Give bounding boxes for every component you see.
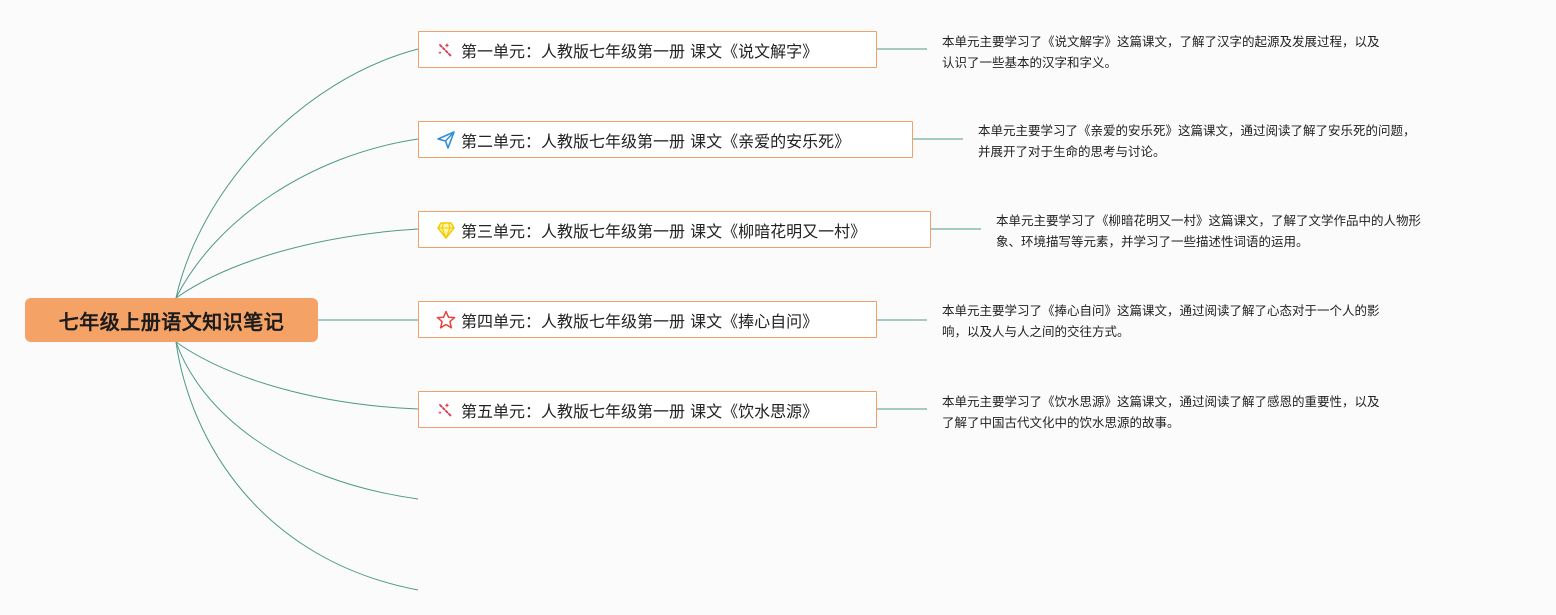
star-icon bbox=[435, 309, 457, 331]
branch-line-1 bbox=[175, 48, 419, 299]
unit-1-note[interactable]: 本单元主要学习了《说文解字》这篇课文，了解了汉字的起源及发展过程，以及 认识了一… bbox=[942, 31, 1442, 73]
unit-5-note-line-1: 本单元主要学习了《饮水思源》这篇课文，通过阅读了解了感恩的重要性，以及 bbox=[942, 394, 1380, 409]
diamond-icon bbox=[435, 219, 457, 241]
unit-5-topic[interactable]: 第五单元：人教版七年级第一册 课文《饮水思源》 bbox=[418, 391, 877, 428]
root-title: 七年级上册语文知识笔记 bbox=[58, 309, 285, 334]
unit-1-note-line-2: 认识了一些基本的汉字和字义。 bbox=[942, 55, 1118, 70]
branch-line-3 bbox=[175, 228, 419, 299]
unit-5-note-line-2: 了解了中国古代文化中的饮水思源的故事。 bbox=[942, 415, 1180, 430]
branch-line-7 bbox=[175, 341, 419, 591]
unit-4-note[interactable]: 本单元主要学习了《捧心自问》这篇课文，通过阅读了解了心态对于一个人的影 响，以及… bbox=[942, 300, 1442, 342]
paper-plane-icon bbox=[435, 129, 457, 151]
unit-4-note-line-1: 本单元主要学习了《捧心自问》这篇课文，通过阅读了解了心态对于一个人的影 bbox=[942, 303, 1380, 318]
unit-3-note-line-1: 本单元主要学习了《柳暗花明又一村》这篇课文，了解了文学作品中的人物形 bbox=[996, 213, 1422, 228]
root-topic[interactable]: 七年级上册语文知识笔记 bbox=[25, 298, 318, 342]
unit-1-note-line-1: 本单元主要学习了《说文解字》这篇课文，了解了汉字的起源及发展过程，以及 bbox=[942, 34, 1380, 49]
branch-line-2 bbox=[175, 138, 419, 299]
unit-5-note[interactable]: 本单元主要学习了《饮水思源》这篇课文，通过阅读了解了感恩的重要性，以及 了解了中… bbox=[942, 391, 1442, 433]
unit-1-topic[interactable]: 第一单元：人教版七年级第一册 课文《说文解字》 bbox=[418, 31, 877, 68]
unit-5-label: 第五单元：人教版七年级第一册 课文《饮水思源》 bbox=[461, 401, 819, 421]
magic-wand-icon bbox=[435, 399, 457, 421]
magic-wand-icon bbox=[435, 39, 457, 61]
unit-3-note-line-2: 象、环境描写等元素，并学习了一些描述性词语的运用。 bbox=[996, 234, 1309, 249]
unit-3-topic[interactable]: 第三单元：人教版七年级第一册 课文《柳暗花明又一村》 bbox=[418, 211, 931, 248]
unit-2-note-line-1: 本单元主要学习了《亲爱的安乐死》这篇课文，通过阅读了解了安乐死的问题， bbox=[978, 123, 1416, 138]
unit-4-label: 第四单元：人教版七年级第一册 课文《捧心自问》 bbox=[461, 311, 819, 331]
unit-2-label: 第二单元：人教版七年级第一册 课文《亲爱的安乐死》 bbox=[461, 131, 851, 151]
unit-4-note-line-2: 响，以及人与人之间的交往方式。 bbox=[942, 324, 1130, 339]
unit-4-topic[interactable]: 第四单元：人教版七年级第一册 课文《捧心自问》 bbox=[418, 301, 877, 338]
unit-3-label: 第三单元：人教版七年级第一册 课文《柳暗花明又一村》 bbox=[461, 221, 867, 241]
unit-2-note-line-2: 并展开了对于生命的思考与讨论。 bbox=[978, 144, 1166, 159]
unit-2-topic[interactable]: 第二单元：人教版七年级第一册 课文《亲爱的安乐死》 bbox=[418, 121, 913, 158]
unit-2-note[interactable]: 本单元主要学习了《亲爱的安乐死》这篇课文，通过阅读了解了安乐死的问题， 并展开了… bbox=[978, 120, 1478, 162]
unit-1-label: 第一单元：人教版七年级第一册 课文《说文解字》 bbox=[461, 41, 819, 61]
unit-3-note[interactable]: 本单元主要学习了《柳暗花明又一村》这篇课文，了解了文学作品中的人物形 象、环境描… bbox=[996, 210, 1496, 252]
branch-line-6 bbox=[175, 341, 419, 500]
branch-line-5 bbox=[175, 341, 419, 410]
